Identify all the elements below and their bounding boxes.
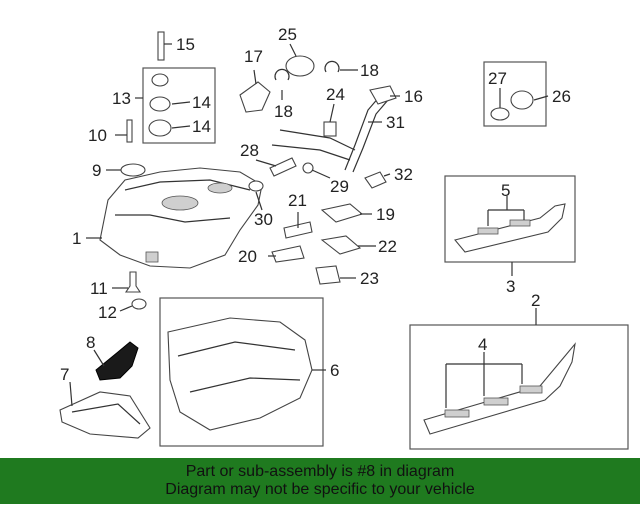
callout-18a: 18 <box>274 102 293 121</box>
bracket-22 <box>320 235 362 255</box>
callout-23: 23 <box>360 269 379 288</box>
cap-26 <box>510 90 534 110</box>
callout-14a: 14 <box>192 93 211 112</box>
callout-27: 27 <box>488 69 507 88</box>
callout-13: 13 <box>112 89 131 108</box>
callout-6: 6 <box>330 361 339 380</box>
box-3 <box>444 175 576 263</box>
callout-5: 5 <box>501 181 510 200</box>
callout-7: 7 <box>60 365 69 384</box>
hose-28 <box>269 157 297 177</box>
parts-diagram: 15 13 14 14 10 9 1 11 12 17 18 25 18 24 … <box>59 25 629 450</box>
bolt-10 <box>126 119 133 143</box>
bushing-13 <box>151 73 169 87</box>
callout-8[interactable]: 8 <box>86 333 95 352</box>
clamp-18b <box>324 60 340 73</box>
callout-26: 26 <box>552 87 571 106</box>
callout-30: 30 <box>254 210 273 229</box>
part-27 <box>490 107 510 121</box>
bracket-21 <box>283 221 313 239</box>
banner-line-1: Part or sub-assembly is #8 in diagram <box>185 463 455 480</box>
callout-4: 4 <box>478 335 487 354</box>
callout-18b: 18 <box>360 61 379 80</box>
part-25 <box>285 55 315 77</box>
banner-line-2: Diagram may not be specific to your vehi… <box>165 481 475 498</box>
bolt-11 <box>124 271 142 293</box>
leader-lines <box>69 43 549 408</box>
clamp-29 <box>302 162 314 174</box>
cap-9 <box>120 163 146 177</box>
washer-12 <box>131 298 147 310</box>
bracket-23 <box>315 265 341 285</box>
callout-12: 12 <box>98 303 117 322</box>
part-30 <box>248 180 264 192</box>
callout-10: 10 <box>88 126 107 145</box>
filler-pipe <box>271 85 397 173</box>
rail-part-5 <box>454 203 566 253</box>
callout-25: 25 <box>278 25 297 44</box>
callout-17: 17 <box>244 47 263 66</box>
fuel-tank <box>99 167 263 269</box>
bushing-14b <box>148 119 172 137</box>
info-banner: Part or sub-assembly is #8 in diagram Di… <box>0 458 640 504</box>
callout-28: 28 <box>240 141 259 160</box>
callout-24: 24 <box>326 85 345 104</box>
clamp-18a <box>274 68 290 81</box>
box-26-27 <box>483 61 547 127</box>
callout-29: 29 <box>330 177 349 196</box>
part-17 <box>239 81 271 113</box>
stud-15 <box>157 31 165 61</box>
bushing-14a <box>149 96 171 112</box>
callout-19: 19 <box>376 205 395 224</box>
callout-15: 15 <box>176 35 195 54</box>
box-2 <box>409 324 629 450</box>
callout-20: 20 <box>238 247 257 266</box>
callout-21: 21 <box>288 191 307 210</box>
callout-22: 22 <box>378 237 397 256</box>
callout-31: 31 <box>386 113 405 132</box>
callout-3: 3 <box>506 277 515 296</box>
highlighted-part-8[interactable] <box>95 341 139 381</box>
callout-9: 9 <box>92 161 101 180</box>
part-32 <box>364 171 387 189</box>
rail-part-4 <box>423 342 576 435</box>
callout-1: 1 <box>72 229 81 248</box>
callout-16: 16 <box>404 87 423 106</box>
callout-11: 11 <box>90 279 108 298</box>
callout-14b: 14 <box>192 117 211 136</box>
undercover-6 <box>167 317 313 431</box>
callout-32: 32 <box>394 165 413 184</box>
bracket-19 <box>320 203 364 223</box>
bracket-20 <box>271 245 305 263</box>
box-6 <box>159 297 324 447</box>
callout-2: 2 <box>531 291 540 310</box>
box-13-14 <box>142 67 216 144</box>
shield-7 <box>59 391 151 439</box>
